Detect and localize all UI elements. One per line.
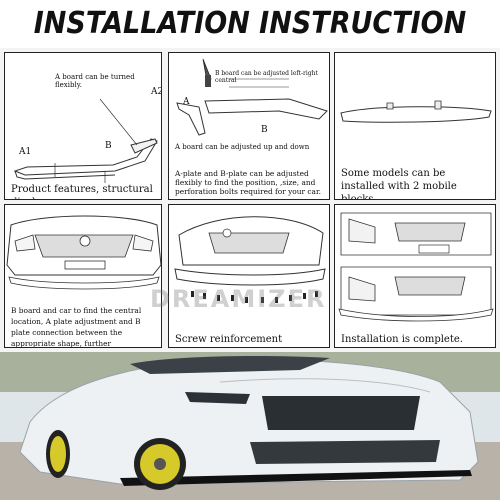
- caption: Installation is complete.: [341, 334, 463, 345]
- panel-center-location: B board and car to find the central loca…: [4, 204, 162, 348]
- watermark: DREAMIZER: [150, 285, 327, 313]
- caption: A-plate and B-plate can be adjusted flex…: [175, 169, 322, 196]
- panel-complete: Installation is complete.: [334, 204, 496, 348]
- panel-screw-reinforcement: Screw reinforcement installation.: [168, 204, 330, 348]
- caption: Product features, structural display.: [11, 184, 153, 199]
- panel-adjustment: B board can be adjusted left-right centr…: [168, 52, 330, 200]
- label-b: B: [105, 141, 112, 151]
- lip-with-blocks-diagram: [340, 100, 492, 123]
- caption: B board and car to find the central loca…: [11, 306, 142, 348]
- car-photo: [0, 352, 500, 500]
- panel-product-features: A board can be turned flexibly. A2 A1 B …: [4, 52, 162, 200]
- label-b-note: B board can be adjusted left-right centr…: [215, 70, 318, 84]
- car-illustration: [0, 352, 500, 500]
- label-a1: A1: [19, 147, 32, 157]
- caption: Some models can be installed with 2 mobi…: [341, 168, 457, 200]
- panel-mobile-blocks: Some models can be installed with 2 mobi…: [334, 52, 496, 200]
- page-title: INSTALLATION INSTRUCTION: [33, 6, 467, 41]
- adjustment-diagram: [176, 58, 328, 136]
- splitter-diagram: [13, 98, 158, 183]
- label-a-board-note: A board can be turned flexibly.: [55, 73, 135, 89]
- label-a-note: A board can be adjusted up and down: [175, 143, 310, 151]
- screw-install-diagram: [174, 216, 326, 303]
- label-b: B: [261, 125, 268, 135]
- label-a: A: [183, 97, 190, 107]
- installed-car-diagram: [338, 212, 494, 322]
- label-a2: A2: [151, 87, 161, 97]
- car-front-diagram: [6, 215, 161, 290]
- caption: Screw reinforcement installation.: [175, 334, 283, 345]
